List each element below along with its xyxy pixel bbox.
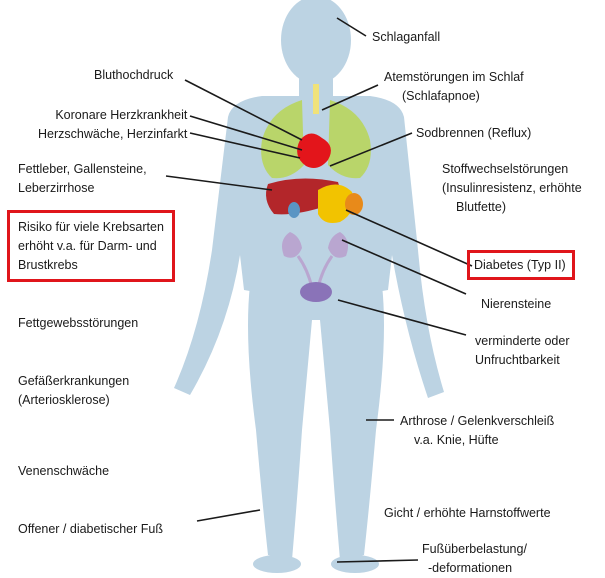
label-venenschwaeche: Venenschwäche	[18, 462, 109, 481]
label-unfruchtbarkeit: verminderte oder Unfruchtbarkeit	[475, 332, 570, 370]
label-sodbrennen: Sodbrennen (Reflux)	[416, 124, 531, 143]
label-diabetischer-fuss: Offener / diabetischer Fuß	[18, 520, 163, 539]
label-krebsrisiko: Risiko für viele Krebsarten erhöht v.a. …	[7, 210, 175, 282]
label-schlaganfall: Schlaganfall	[372, 28, 440, 47]
label-bluthochdruck: Bluthochdruck	[94, 66, 173, 85]
label-diabetes: Diabetes (Typ II)	[467, 250, 575, 280]
label-koronare-herzkrankheit: Koronare Herzkrankheit Herzschwäche, Her…	[38, 106, 187, 144]
label-fettleber: Fettleber, Gallensteine, Leberzirrhose	[18, 160, 147, 198]
label-fussueberbelastung: Fußüberbelastung/ -deformationen	[422, 540, 527, 578]
trachea	[313, 84, 319, 114]
gallbladder	[345, 193, 363, 215]
label-arthrose: Arthrose / Gelenkverschleiß v.a. Knie, H…	[400, 412, 554, 450]
label-atemstoerungen: Atemstörungen im Schlaf (Schlafapnoe)	[384, 68, 524, 106]
bladder	[300, 282, 332, 302]
label-fettgewebsstoerungen: Fettgewebsstörungen	[18, 314, 138, 333]
label-stoffwechselstoerungen: Stoffwechselstörungen (Insulinresistenz,…	[442, 160, 582, 217]
label-gicht: Gicht / erhöhte Harnstoffwerte	[384, 504, 551, 523]
label-nierensteine: Nierensteine	[481, 295, 551, 314]
label-gefaesserkrankungen: Gefäßerkrankungen (Arteriosklerose)	[18, 372, 129, 410]
pancreas	[288, 202, 300, 218]
